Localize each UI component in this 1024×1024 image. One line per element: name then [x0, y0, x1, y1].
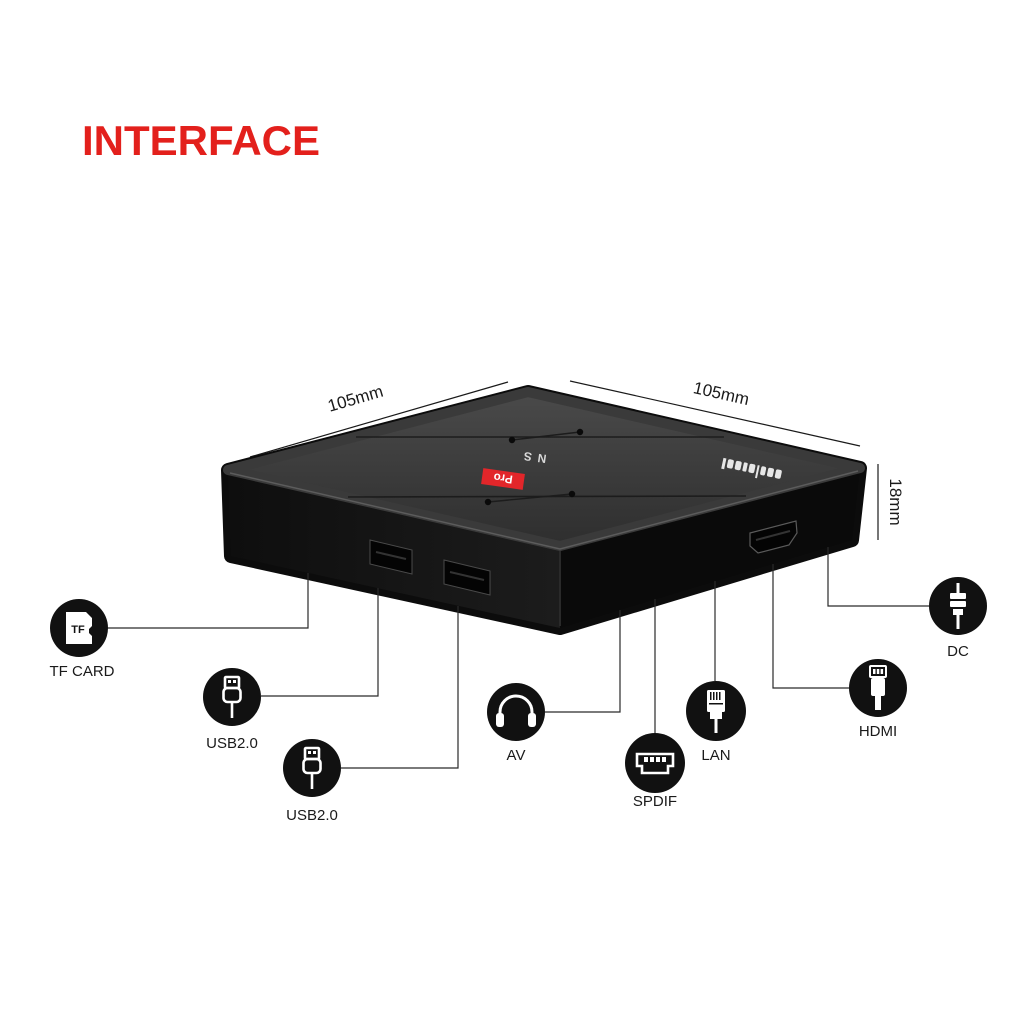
- interface-label: LAN: [701, 747, 730, 764]
- dimension-label: 105mm: [691, 378, 750, 409]
- tf-card-icon-text: TF: [71, 624, 85, 636]
- usb-port-2: [443, 559, 491, 596]
- leader-usb-2: [341, 606, 459, 769]
- leader-lines: [107, 547, 929, 769]
- box-top-edge-highlight: [229, 470, 859, 550]
- interface-label: USB2.0: [286, 807, 338, 824]
- dimension-line: [249, 381, 509, 458]
- top-dot: [508, 436, 516, 444]
- interface-tf-card: TF TF CARD: [50, 599, 115, 680]
- ethernet-icon: [686, 681, 746, 741]
- top-dot: [568, 490, 576, 498]
- top-dot: [484, 498, 492, 506]
- interface-label: SPDIF: [633, 793, 677, 810]
- leader-tf-card: [107, 573, 309, 629]
- interface-usb-1: USB2.0: [203, 668, 261, 752]
- dimension-label: 105mm: [326, 382, 386, 416]
- tf-card-icon: TF: [50, 599, 108, 657]
- badge-text: Pro: [493, 470, 514, 485]
- leader-dc: [827, 547, 929, 607]
- interface-usb-2: USB2.0: [283, 739, 341, 824]
- box-right-face: [560, 468, 860, 628]
- model-marking: NS: [517, 448, 547, 466]
- dimension-label: 18mm: [886, 478, 905, 525]
- interface-label: AV: [507, 747, 526, 764]
- spdif-icon: [625, 733, 685, 793]
- interface-label: USB2.0: [206, 735, 258, 752]
- interface-av: AV: [487, 683, 545, 764]
- top-dot: [576, 428, 584, 436]
- interface-spdif: SPDIF: [625, 733, 685, 810]
- usb-icon: [203, 668, 261, 726]
- usb-port-1: [369, 539, 413, 575]
- interface-lan: LAN: [686, 681, 746, 764]
- interface-dc: DC: [929, 577, 987, 660]
- model-badge: Pro: [481, 468, 525, 490]
- dc-power-icon: [929, 577, 987, 635]
- hdmi-icon: [849, 659, 907, 717]
- usb-icon: [283, 739, 341, 797]
- leader-av: [545, 610, 621, 713]
- badge-background: [481, 468, 525, 490]
- interface-label: TF CARD: [50, 663, 115, 680]
- interface-label: HDMI: [859, 723, 897, 740]
- hdmi-port: [749, 520, 798, 554]
- leader-hdmi: [772, 564, 849, 689]
- leader-usb-1: [261, 588, 379, 697]
- brand-logo: [721, 457, 782, 479]
- page-title: INTERFACE: [82, 117, 320, 164]
- model-text: NS: [517, 448, 547, 466]
- dimension-line: [569, 380, 861, 447]
- tv-box-device: NS Pro: [221, 385, 867, 635]
- top-groove-link: [487, 493, 573, 503]
- interface-hdmi: HDMI: [849, 659, 907, 740]
- top-groove-link: [511, 431, 581, 441]
- box-top-face: [223, 387, 865, 551]
- headphones-icon: [487, 683, 545, 741]
- interface-label: DC: [947, 643, 969, 660]
- dimension-height: 18mm: [877, 464, 905, 540]
